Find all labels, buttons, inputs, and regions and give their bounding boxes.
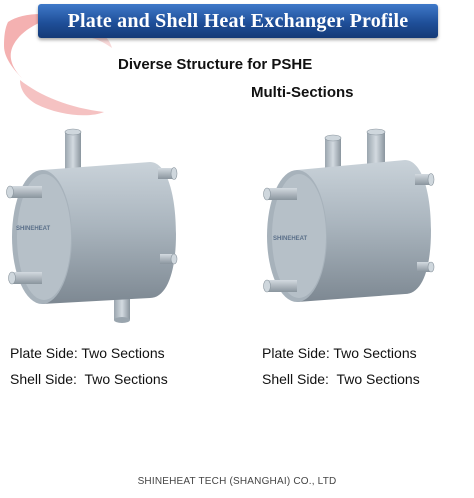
shineheat-logo-left: SHINEHEAT <box>16 226 51 232</box>
left-shell-side-caption: Shell Side: Two Sections <box>10 371 168 387</box>
subtitle-part-2: e <box>163 56 173 73</box>
subtitle-part-1: Divers <box>118 56 164 73</box>
section-label: Multi-Sections <box>251 84 354 101</box>
slide-subtitle: Diverse Structure for PSHE <box>118 56 312 73</box>
subtitle-part-3: Structure for PSHE <box>172 56 313 73</box>
company-footer: SHINEHEAT TECH (SHANGHAI) CO., LTD <box>137 476 337 487</box>
page-title: Plate and Shell Heat Exchanger Profile <box>67 10 409 32</box>
right-plate-side-caption: Plate Side: Two Sections <box>262 345 417 361</box>
title-banner: Plate and Shell Heat Exchanger Profile <box>38 4 438 38</box>
left-plate-side-caption: Plate Side: Two Sections <box>10 345 165 361</box>
right-shell-side-caption: Shell Side: Two Sections <box>262 371 420 387</box>
heat-exchanger-left-illustration: SHINEHEAT <box>6 128 178 323</box>
heat-exchanger-right-illustration: SHINEHEAT <box>263 128 435 302</box>
shineheat-logo-right: SHINEHEAT <box>273 236 308 242</box>
